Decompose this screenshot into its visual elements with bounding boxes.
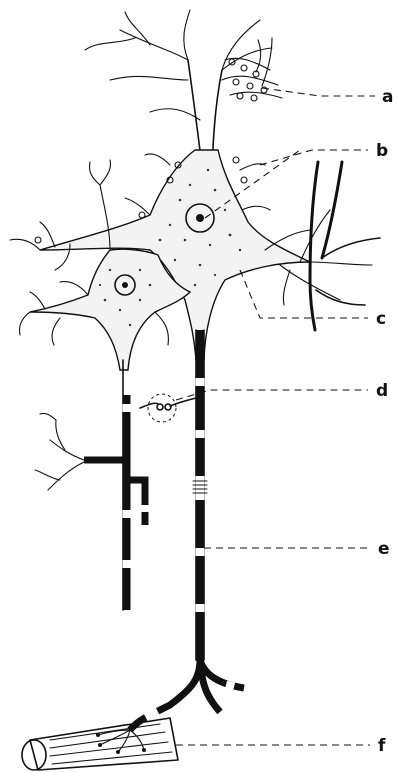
label-c: c [376,309,386,329]
label-f: f [378,736,386,756]
synapse-d [140,394,196,422]
synaptic-knobs-a [222,38,282,101]
label-e: e [378,539,390,559]
second-axon [35,360,145,610]
label-a: a [382,87,393,107]
muscle-fiber [22,718,178,770]
label-b: b [376,141,388,161]
apical-dendrites [85,10,272,190]
main-cell-body [40,150,310,360]
label-d: d [376,381,388,401]
